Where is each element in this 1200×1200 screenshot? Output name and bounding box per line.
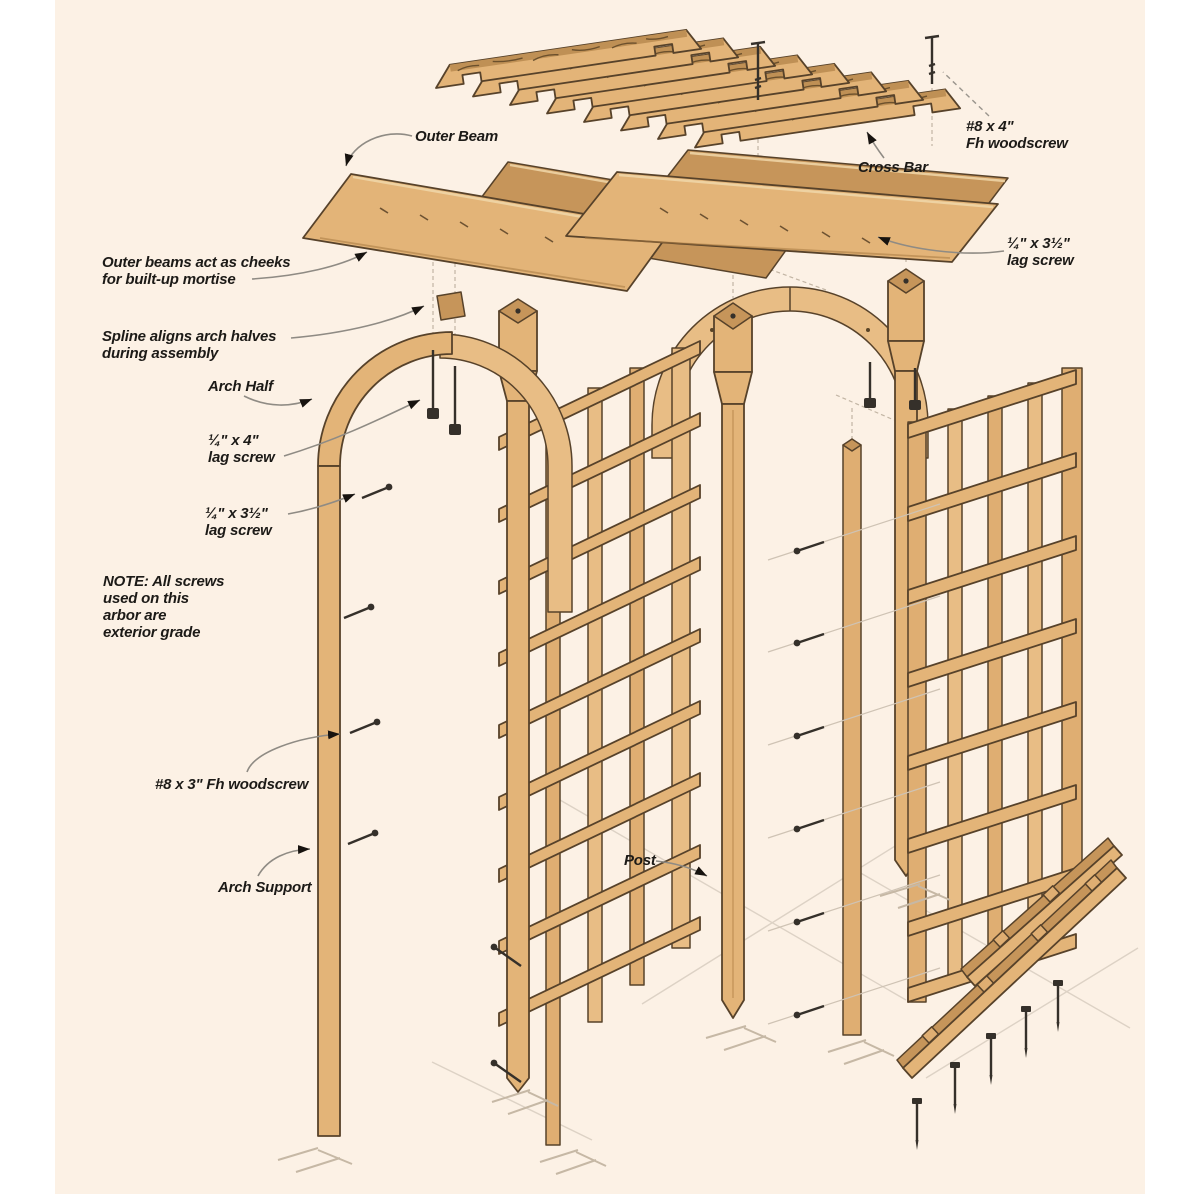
leader-cross-bar xyxy=(866,131,885,159)
arch-support-post xyxy=(317,465,341,1137)
trellis-slat-exploded xyxy=(842,438,862,1036)
label-note-2: used on this xyxy=(103,590,189,607)
right-lag-screws xyxy=(864,362,921,410)
arch-half-right xyxy=(439,333,573,613)
bottom-rails xyxy=(896,837,1127,1079)
label-post: Post xyxy=(624,852,657,869)
spline-block xyxy=(436,291,466,321)
label-lag-right-1: ¼" x 3½" xyxy=(1007,235,1071,252)
label-outer-beam: Outer Beam xyxy=(415,128,498,145)
label-woodscrew-bottom: #8 x 3" Fh woodscrew xyxy=(155,776,310,793)
leader-spline xyxy=(290,305,425,339)
leader-cheeks xyxy=(251,251,368,280)
label-spline-2: during assembly xyxy=(102,345,219,362)
label-woodscrew-top-2: Fh woodscrew xyxy=(966,135,1069,152)
label-arch-support: Arch Support xyxy=(217,879,313,896)
leader-woodscrew-top xyxy=(942,71,990,117)
leader-lag-right xyxy=(877,236,1005,254)
post-front xyxy=(713,302,753,1019)
arch-support-assembly xyxy=(317,291,466,1137)
label-lag-right-2: lag screw xyxy=(1007,252,1075,269)
bottom-rail-screws xyxy=(912,980,1063,1150)
label-cross-bar: Cross Bar xyxy=(858,159,929,176)
label-note-1: NOTE: All screws xyxy=(103,573,224,590)
label-spline-1: Spline aligns arch halves xyxy=(102,328,276,345)
roof-woodscrews xyxy=(750,34,940,100)
leader-woodscrew-bottom xyxy=(246,730,341,773)
label-lag4-1: ¼" x 4" xyxy=(208,432,259,449)
spline-lag-screws xyxy=(427,350,461,435)
label-note-3: arbor are xyxy=(103,607,166,624)
leader-post xyxy=(655,860,708,877)
label-lag-left-1: ¼" x 3½" xyxy=(205,505,269,522)
left-trellis-panel xyxy=(498,298,701,1146)
left-screws xyxy=(343,483,522,1083)
label-cheeks-1: Outer beams act as cheeks xyxy=(102,254,290,271)
labels: Outer Beam Cross Bar #8 x 4" Fh woodscre… xyxy=(102,118,1075,896)
leader-lag4 xyxy=(283,399,421,457)
label-note-4: exterior grade xyxy=(103,624,200,641)
leader-arch-half xyxy=(243,395,313,408)
label-woodscrew-top-1: #8 x 4" xyxy=(966,118,1015,135)
ground-marks xyxy=(277,883,951,1175)
right-alignment-screws xyxy=(767,503,941,1025)
label-arch-half: Arch Half xyxy=(207,378,275,395)
arch-half-left xyxy=(317,331,453,467)
leader-lag-left xyxy=(287,493,356,515)
leader-arch-support xyxy=(257,845,311,877)
label-cheeks-2: for built-up mortise xyxy=(102,271,236,288)
label-lag4-2: lag screw xyxy=(208,449,276,466)
leader-outer-beam xyxy=(344,133,413,167)
label-lag-left-2: lag screw xyxy=(205,522,273,539)
leader-lines xyxy=(243,71,1005,877)
